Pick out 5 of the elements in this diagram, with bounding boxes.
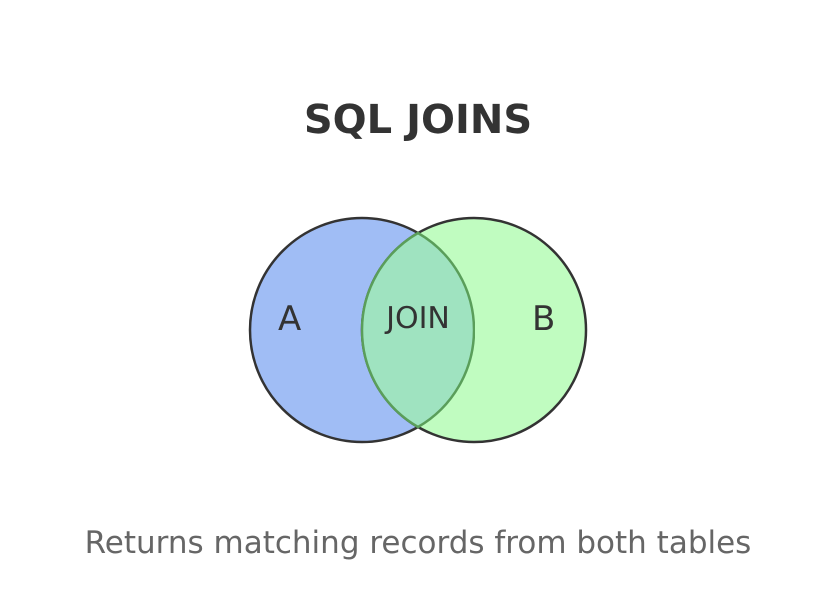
caption: Returns matching records from both tables (84, 528, 752, 559)
title: SQL JOINS (302, 100, 534, 140)
set-label: A (278, 302, 302, 336)
overlap-label: JOIN (384, 304, 451, 334)
set-label: B (532, 302, 556, 336)
